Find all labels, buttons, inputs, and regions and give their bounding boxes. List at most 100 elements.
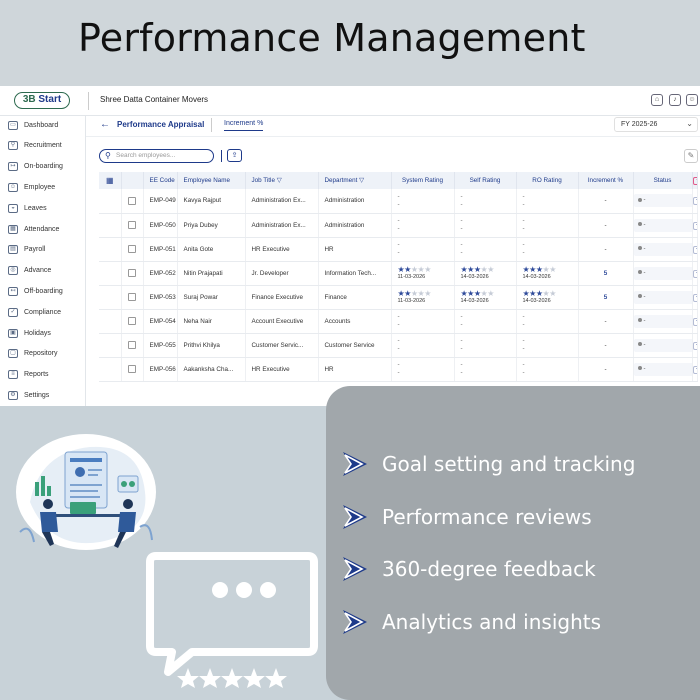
dashboard-icon: ▭ (8, 120, 18, 130)
feature-label: 360-degree feedback (382, 557, 596, 581)
feature-label: Analytics and insights (382, 609, 602, 634)
row-actions[interactable]: ··· (692, 357, 698, 382)
sidebar-item-payroll[interactable]: ▤Payroll (8, 243, 45, 257)
department: Administration (318, 189, 392, 214)
chevron-right-icon (343, 557, 367, 581)
sidebar-item-reports[interactable]: ≡Reports (8, 368, 49, 382)
bell-icon[interactable]: ♪ (669, 94, 681, 106)
row-checkbox[interactable] (121, 285, 144, 310)
row-checkbox[interactable] (121, 237, 144, 262)
sidebar-item-advance[interactable]: ◎Advance (8, 264, 51, 278)
sidebar-item-label: Leaves (24, 204, 47, 212)
row-actions[interactable]: ··· (692, 309, 698, 334)
row-checkbox[interactable] (121, 333, 144, 358)
employee-name: Anita Gote (177, 237, 246, 262)
more-icon: ··· (692, 269, 696, 278)
offboarding-icon: ↤ (8, 286, 18, 296)
app-logo[interactable]: 3B Start (14, 92, 70, 109)
profile-icon[interactable]: ☺ (686, 94, 698, 106)
sidebar-item-off-boarding[interactable]: ↤Off-boarding (8, 284, 63, 298)
row-actions[interactable]: ··· (692, 213, 698, 238)
status-select[interactable]: - (633, 357, 693, 382)
sidebar-item-label: Employee (24, 183, 56, 191)
system-rating: ★★★★★11-03-2026 (391, 261, 455, 286)
row-checkbox[interactable] (121, 213, 144, 238)
status-select[interactable]: - (633, 333, 693, 358)
search-input[interactable]: ⚲Search employees... (99, 149, 214, 163)
row-actions[interactable]: ··· (692, 333, 698, 358)
job-title: Jr. Developer (245, 261, 319, 286)
row-checkbox[interactable] (121, 357, 144, 382)
header-actions[interactable]: ··· (692, 172, 698, 189)
job-title: HR Executive (245, 237, 319, 262)
column-header-self-rating: Self Rating (454, 172, 517, 189)
fiscal-year-select[interactable]: FY 2025-26⌄ (614, 117, 698, 132)
status-select[interactable]: - (633, 237, 693, 262)
sidebar: ▭Dashboard ⚲Recruitment ↦On-boarding ☺ Emplo… (0, 116, 86, 406)
employee-name: Suraj Powar (177, 285, 246, 310)
notifications-icon[interactable]: ⌂ (651, 94, 663, 106)
status-select[interactable]: - (633, 285, 693, 310)
row-checkbox[interactable] (121, 189, 144, 214)
sidebar-item-employee[interactable]: ☺ Employee (8, 180, 55, 194)
sidebar-item-dashboard[interactable]: ▭Dashboard (8, 118, 58, 132)
sidebar-item-on-boarding[interactable]: ↦On-boarding (8, 160, 63, 174)
job-title: Administration Ex... (245, 189, 319, 214)
advance-icon: ◎ (8, 266, 18, 276)
employee-icon: ☺ (8, 182, 18, 192)
sidebar-item-recruitment[interactable]: ⚲Recruitment (8, 139, 62, 153)
more-icon: ··· (692, 365, 696, 374)
row-actions[interactable]: ··· (692, 261, 698, 286)
row-checkbox[interactable] (121, 309, 144, 334)
system-rating: -- (391, 357, 455, 382)
job-title: Account Executive (245, 309, 319, 334)
sidebar-item-leaves[interactable]: ◒Leaves (8, 201, 47, 215)
status-select[interactable]: - (633, 309, 693, 334)
filter-icon[interactable]: ▽ (357, 177, 364, 184)
increment-value: - (578, 189, 634, 214)
sidebar-item-compliance[interactable]: ✓Compliance (8, 305, 61, 319)
back-arrow-icon[interactable]: ← (100, 119, 110, 130)
more-icon: ··· (692, 341, 696, 350)
ro-rating: -- (516, 237, 579, 262)
row-checkbox[interactable] (121, 261, 144, 286)
sidebar-item-label: On-boarding (24, 163, 63, 171)
status-select[interactable]: - (633, 189, 693, 214)
system-rating: -- (391, 237, 455, 262)
self-rating: ★★★★★14-03-2026 (454, 261, 517, 286)
filter-icon[interactable]: ▽ (274, 177, 282, 184)
row-actions[interactable]: ··· (692, 237, 698, 262)
headline-title: Performance Management (78, 16, 586, 60)
tab-increment[interactable]: Increment % (224, 120, 264, 131)
column-header-system-rating: System Rating (391, 172, 455, 189)
status-select[interactable]: - (633, 261, 693, 286)
department: Customer Service (318, 333, 392, 358)
column-header-increment-: Increment % (578, 172, 634, 189)
export-button[interactable]: ⇪ (227, 149, 242, 162)
star-rating: ★★★★★ (397, 264, 432, 274)
sidebar-item-repository[interactable]: ▢Repository (8, 347, 57, 361)
employee-name: Neha Nair (177, 309, 246, 334)
company-name: Shree Datta Container Movers (100, 95, 209, 104)
edit-icon[interactable]: ✎ (684, 149, 698, 163)
star-rating: ★★★★★ (522, 264, 557, 274)
row-actions[interactable]: ··· (692, 285, 698, 310)
status-select[interactable]: - (633, 213, 693, 238)
sidebar-item-attendance[interactable]: ▦Attendance (8, 222, 59, 236)
page-title: Performance Appraisal (117, 120, 205, 129)
row-actions[interactable]: ··· (692, 189, 698, 214)
feature-item: Analytics and insights (340, 604, 601, 640)
sidebar-item-holidays[interactable]: ▣Holidays (8, 326, 51, 340)
sidebar-item-settings[interactable]: ⚙Settings (8, 388, 49, 402)
column-picker[interactable]: ▦ (99, 172, 122, 189)
column-header-job-title: Job Title ▽ (245, 172, 319, 189)
more-icon: ··· (692, 245, 696, 254)
